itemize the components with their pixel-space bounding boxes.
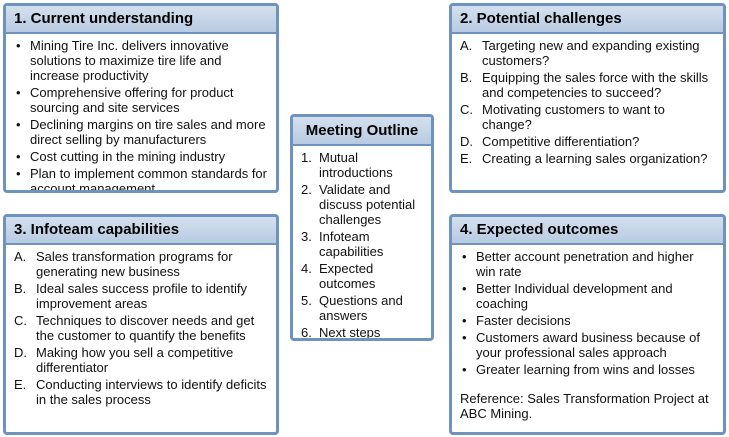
potential-challenges-panel: 2. Potential challenges A. Targeting new … xyxy=(449,3,726,193)
list-item: B. Ideal sales success profile to identif… xyxy=(14,281,268,311)
list-item: • Mining Tire Inc. delivers innovative so… xyxy=(14,38,268,83)
list-item: • Comprehensive offering for product sour… xyxy=(14,85,268,115)
list-item-text: Validate and discuss potential challenge… xyxy=(319,182,416,227)
list-item: 4. Expected outcomes xyxy=(301,261,427,291)
bullet-marker: • xyxy=(462,281,467,296)
list-item: D. Making how you sell a competitive diff… xyxy=(14,345,268,375)
list-marker: E. xyxy=(460,151,473,166)
list-marker: 6. xyxy=(301,325,312,340)
bullet-marker: • xyxy=(462,362,467,377)
bullet-marker: • xyxy=(462,249,467,264)
list-item: • Greater learning from wins and losses xyxy=(460,362,715,377)
list-item: C. Motivating customers to want to change… xyxy=(460,102,715,132)
list-item-text: Questions and answers xyxy=(319,293,403,323)
list-item: A. Targeting new and expanding existing c… xyxy=(460,38,715,68)
list-marker: 2. xyxy=(301,182,312,197)
list-marker: 4. xyxy=(301,261,312,276)
list-item-text: Comprehensive offering for product sourc… xyxy=(30,85,234,115)
potential-challenges-list: A. Targeting new and expanding existing c… xyxy=(460,38,715,166)
list-item-text: Expected outcomes xyxy=(319,261,376,291)
expected-outcomes-title: 4. Expected outcomes xyxy=(452,217,723,245)
bullet-marker: • xyxy=(16,38,21,53)
list-item-text: Ideal sales success profile to identify … xyxy=(36,281,247,311)
list-item: E. Conducting interviews to identify defi… xyxy=(14,377,268,407)
bullet-marker: • xyxy=(16,149,21,164)
list-item-text: Greater learning from wins and losses xyxy=(476,362,695,377)
potential-challenges-title: 2. Potential challenges xyxy=(452,6,723,34)
list-item: • Declining margins on tire sales and mor… xyxy=(14,117,268,147)
bullet-marker: • xyxy=(16,166,21,181)
list-item-text: Motivating customers to want to change? xyxy=(482,102,665,132)
list-item-text: Sales transformation programs for genera… xyxy=(36,249,233,279)
list-marker: B. xyxy=(14,281,27,296)
list-item-text: Better Individual development and coachi… xyxy=(476,281,673,311)
reference-note: Reference: Sales Transformation Project … xyxy=(460,391,709,421)
bullet-marker: • xyxy=(462,330,467,345)
list-item-text: Cost cutting in the mining industry xyxy=(30,149,226,164)
list-item-text: Mutual introductions xyxy=(319,150,393,180)
list-item: • Plan to implement common standards for … xyxy=(14,166,268,193)
list-item-text: Conducting interviews to identify defici… xyxy=(36,377,267,407)
list-item: • Better Individual development and coach… xyxy=(460,281,715,311)
meeting-outline-title: Meeting Outline xyxy=(293,117,431,146)
list-item-text: Next steps xyxy=(319,325,381,340)
list-marker: B. xyxy=(460,70,473,85)
current-understanding-title: 1. Current understanding xyxy=(6,6,276,34)
list-item-text: Targeting new and expanding existing cus… xyxy=(482,38,700,68)
list-item-text: Customers award business because of your… xyxy=(476,330,701,360)
list-item-text: Creating a learning sales organization? xyxy=(482,151,708,166)
list-item-text: Faster decisions xyxy=(476,313,571,328)
meeting-outline-list: 1. Mutual introductions 2. Validate and di… xyxy=(301,150,427,340)
list-marker: A. xyxy=(460,38,473,53)
list-item: D. Competitive differentiation? xyxy=(460,134,715,149)
list-item-text: Infoteam capabilities xyxy=(319,229,384,259)
list-marker: A. xyxy=(14,249,27,264)
infoteam-capabilities-title: 3. Infoteam capabilities xyxy=(6,217,276,245)
list-item-text: Mining Tire Inc. delivers innovative sol… xyxy=(30,38,229,83)
list-marker: D. xyxy=(14,345,27,360)
list-item: 3. Infoteam capabilities xyxy=(301,229,427,259)
list-item-text: Better account penetration and higher wi… xyxy=(476,249,694,279)
list-item: C. Techniques to discover needs and get t… xyxy=(14,313,268,343)
bullet-marker: • xyxy=(16,85,21,100)
list-item-text: Making how you sell a competitive differ… xyxy=(36,345,234,375)
expected-outcomes-list: • Better account penetration and higher w… xyxy=(460,249,715,377)
list-item-text: Plan to implement common standards for a… xyxy=(30,166,267,193)
meeting-outline-panel: Meeting Outline 1. Mutual introductions 2… xyxy=(290,114,434,341)
list-item: A. Sales transformation programs for gene… xyxy=(14,249,268,279)
list-item: 1. Mutual introductions xyxy=(301,150,427,180)
list-item: E. Creating a learning sales organization… xyxy=(460,151,715,166)
list-item-text: Competitive differentiation? xyxy=(482,134,640,149)
list-marker: C. xyxy=(14,313,27,328)
list-item: 5. Questions and answers xyxy=(301,293,427,323)
list-item: • Better account penetration and higher w… xyxy=(460,249,715,279)
list-marker: C. xyxy=(460,102,473,117)
bullet-marker: • xyxy=(462,313,467,328)
infoteam-capabilities-panel: 3. Infoteam capabilities A. Sales transfo… xyxy=(3,214,279,435)
list-item: 6. Next steps xyxy=(301,325,427,340)
list-marker: 5. xyxy=(301,293,312,308)
list-marker: E. xyxy=(14,377,27,392)
list-item: • Customers award business because of you… xyxy=(460,330,715,360)
list-item: 2. Validate and discuss potential challen… xyxy=(301,182,427,227)
current-understanding-panel: 1. Current understanding • Mining Tire In… xyxy=(3,3,279,193)
list-item-text: Techniques to discover needs and get the… xyxy=(36,313,255,343)
list-item-text: Declining margins on tire sales and more… xyxy=(30,117,266,147)
list-marker: 3. xyxy=(301,229,312,244)
list-marker: D. xyxy=(460,134,473,149)
list-item-text: Equipping the sales force with the skill… xyxy=(482,70,709,100)
infoteam-capabilities-list: A. Sales transformation programs for gene… xyxy=(14,249,268,407)
list-item: B. Equipping the sales force with the ski… xyxy=(460,70,715,100)
current-understanding-list: • Mining Tire Inc. delivers innovative so… xyxy=(14,38,268,193)
list-item: • Faster decisions xyxy=(460,313,715,328)
list-item: • Cost cutting in the mining industry xyxy=(14,149,268,164)
expected-outcomes-panel: 4. Expected outcomes • Better account pen… xyxy=(449,214,726,435)
bullet-marker: • xyxy=(16,117,21,132)
list-marker: 1. xyxy=(301,150,312,165)
